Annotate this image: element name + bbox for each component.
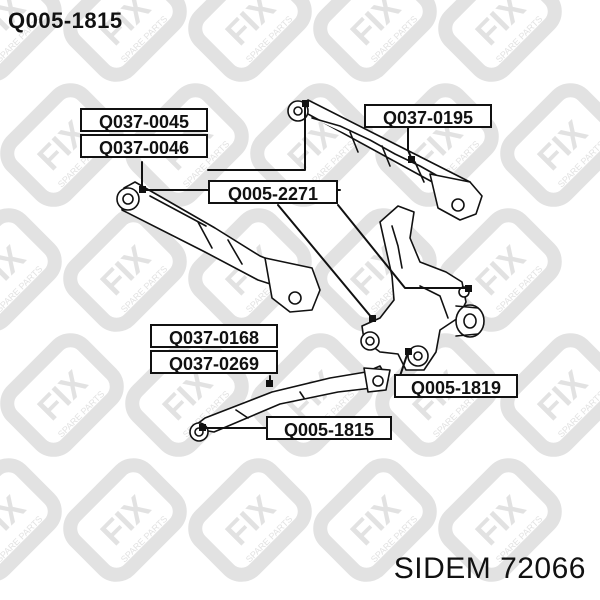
watermark-ring <box>63 208 187 332</box>
watermark-ring <box>188 458 312 582</box>
watermark-ring <box>438 458 562 582</box>
parts-drawing <box>116 99 485 442</box>
watermark-ring <box>0 333 124 457</box>
footer-text: SIDEM 72066 <box>393 552 586 585</box>
label-q037-0045: Q037-0045 <box>80 108 208 132</box>
watermark-ring <box>500 333 600 457</box>
watermark-ring <box>438 0 562 82</box>
label-q037-0046: Q037-0046 <box>80 134 208 158</box>
label-q037-0195: Q037-0195 <box>364 104 492 128</box>
label-q005-2271: Q005-2271 <box>208 180 338 204</box>
watermark-ring <box>188 0 312 82</box>
lower-arm-q037-0168 <box>189 365 391 442</box>
watermark-ring <box>63 0 187 82</box>
label-q005-1815: Q005-1815 <box>266 416 392 440</box>
mid-arm-q037-0045 <box>116 181 321 313</box>
watermark-ring <box>500 83 600 207</box>
watermark-ring <box>0 208 62 332</box>
watermark-ring <box>313 0 437 82</box>
leader-dots <box>139 100 472 431</box>
watermark-ring <box>0 458 62 582</box>
watermark-ring <box>313 458 437 582</box>
page-title: Q005-1815 <box>8 8 123 33</box>
label-q005-1819: Q005-1819 <box>394 374 518 398</box>
watermark-ring <box>0 0 62 82</box>
label-q037-0269: Q037-0269 <box>150 350 278 374</box>
watermark-ring <box>63 458 187 582</box>
upper-arm-q037-0195 <box>287 99 483 221</box>
label-q037-0168: Q037-0168 <box>150 324 278 348</box>
